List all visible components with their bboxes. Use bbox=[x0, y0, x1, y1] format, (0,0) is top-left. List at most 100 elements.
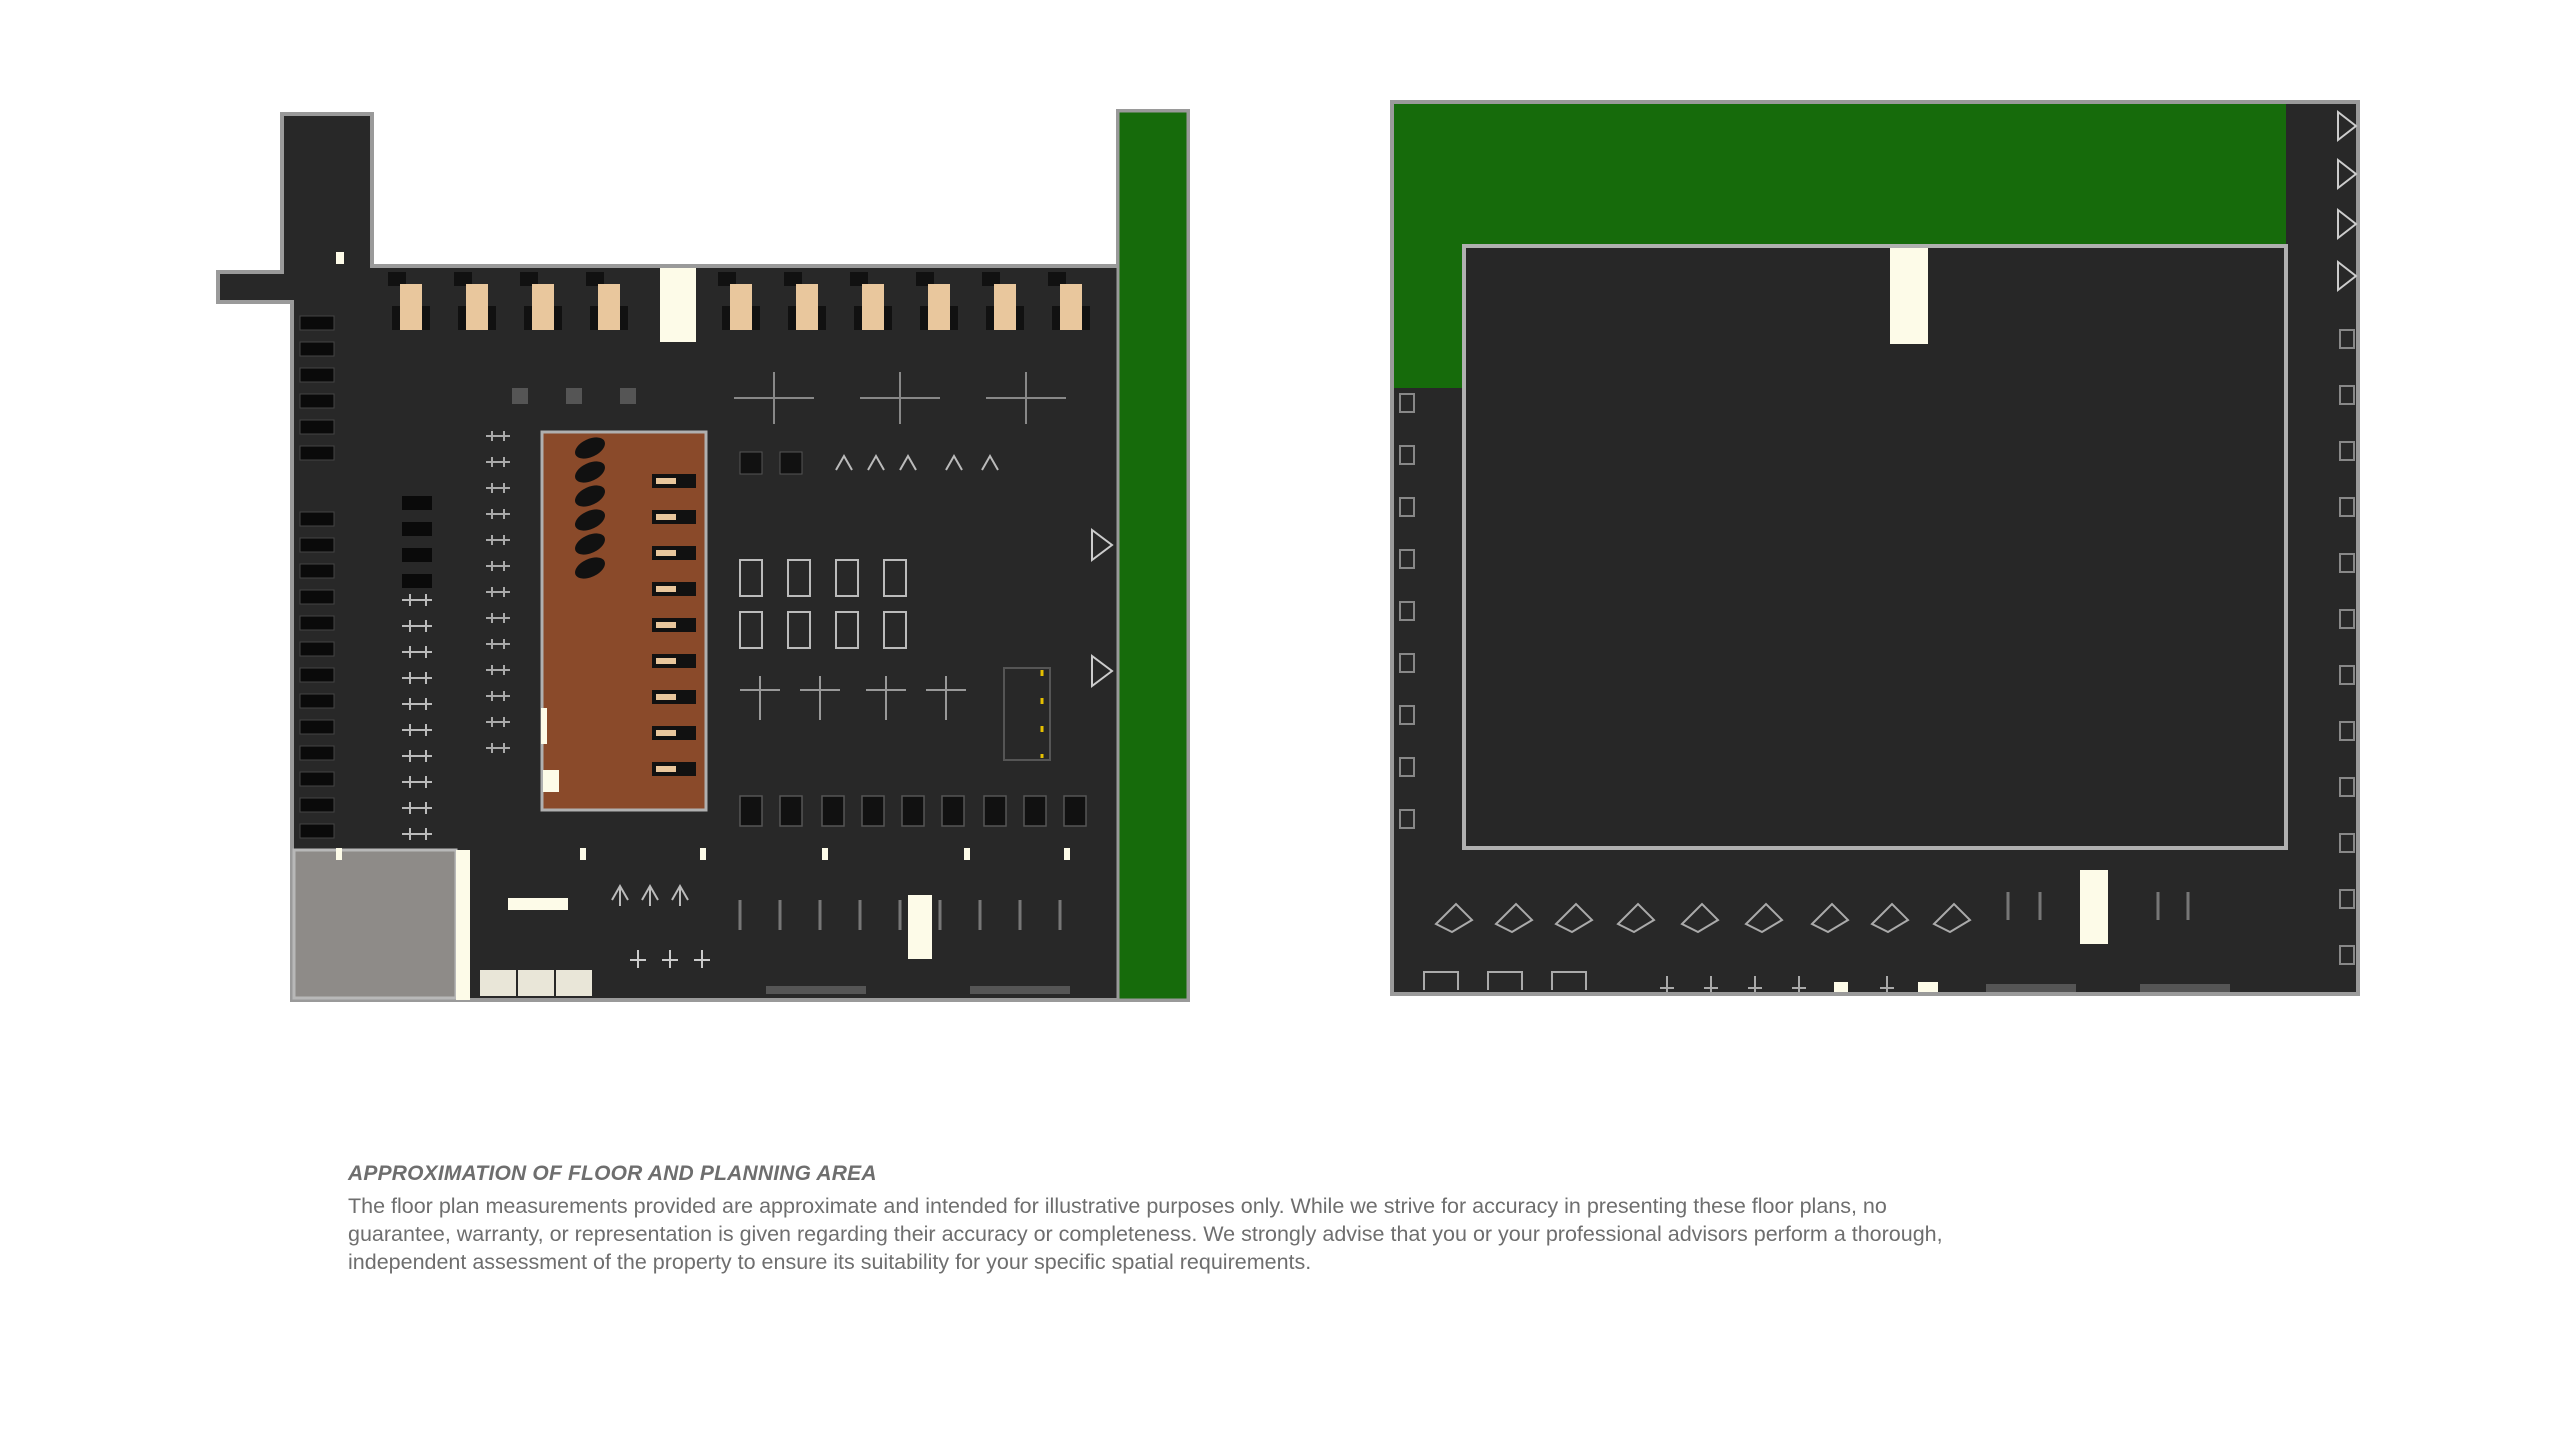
bike-icon bbox=[402, 620, 432, 632]
bike-icon bbox=[402, 646, 432, 658]
mat-stripe bbox=[656, 514, 676, 520]
right-floor-plan bbox=[1390, 100, 2360, 996]
strength-machine-icon bbox=[1423, 971, 1459, 990]
bench bbox=[556, 970, 592, 996]
bike-icon bbox=[486, 717, 510, 727]
strength-machine-icon bbox=[867, 453, 885, 471]
strength-machine-icon bbox=[1932, 902, 1972, 934]
bench-support bbox=[488, 306, 496, 330]
bench bbox=[730, 284, 752, 330]
bench-support bbox=[818, 306, 826, 330]
bike-icon bbox=[486, 691, 510, 701]
sled-icon bbox=[2337, 109, 2358, 143]
strength-machine-icon bbox=[982, 272, 1000, 286]
strength-machine-icon bbox=[1399, 393, 1415, 413]
treadmill-icon bbox=[299, 315, 335, 331]
power-rack-icon bbox=[883, 559, 907, 597]
mat-stripe bbox=[656, 478, 676, 484]
strength-machine-icon bbox=[566, 388, 582, 404]
strength-machine-icon bbox=[850, 272, 868, 286]
reception-desk bbox=[660, 268, 696, 342]
sled-icon bbox=[2337, 207, 2358, 241]
sled-icon bbox=[2337, 259, 2358, 293]
bench-support bbox=[884, 306, 892, 330]
bike-icon bbox=[575, 437, 605, 459]
strength-machine-icon bbox=[1810, 902, 1850, 934]
bench-support bbox=[752, 306, 760, 330]
treadmill-column bbox=[299, 315, 335, 839]
locker-room bbox=[292, 848, 458, 1000]
strength-machine-icon bbox=[2339, 721, 2355, 741]
strength-machine-icon bbox=[1554, 902, 1594, 934]
bike-icon bbox=[486, 483, 510, 493]
bike-icon bbox=[402, 776, 432, 788]
rower-icon bbox=[402, 522, 432, 536]
strength-machine-icon bbox=[2339, 777, 2355, 797]
bike-icon bbox=[486, 561, 510, 571]
treadmill-icon bbox=[299, 589, 335, 605]
sled-icon bbox=[1091, 528, 1114, 562]
strength-machine-icon bbox=[2339, 497, 2355, 517]
bench-support bbox=[524, 306, 532, 330]
power-rack-icon bbox=[787, 559, 811, 597]
strength-machine-icon bbox=[981, 453, 999, 471]
bike-column bbox=[402, 431, 510, 840]
fixture bbox=[964, 848, 970, 860]
rower-icon bbox=[402, 574, 432, 588]
bench-support bbox=[788, 306, 796, 330]
mat-stripe bbox=[656, 586, 676, 592]
sled-icon bbox=[2337, 157, 2358, 191]
storage-block bbox=[1834, 982, 1848, 992]
treadmill-icon bbox=[299, 563, 335, 579]
dumbbell-rack-icon bbox=[1986, 984, 2076, 992]
bench-support bbox=[1016, 306, 1024, 330]
strength-machine-icon bbox=[641, 883, 659, 906]
reception-counter bbox=[508, 898, 568, 910]
strength-machine-icon bbox=[899, 453, 917, 471]
cable-station-icon bbox=[740, 676, 780, 720]
rower-icon bbox=[402, 496, 432, 510]
strength-machine-icon bbox=[2339, 609, 2355, 629]
bike-icon bbox=[402, 698, 432, 710]
power-rack-icon bbox=[835, 559, 859, 597]
bench-support bbox=[920, 306, 928, 330]
bike-icon bbox=[402, 672, 432, 684]
left-turf-strip bbox=[1116, 109, 1190, 1002]
treadmill-icon bbox=[299, 719, 335, 735]
strength-machine-icon bbox=[1399, 705, 1415, 725]
strength-machine-icon bbox=[821, 795, 845, 827]
strength-machine-icon bbox=[784, 272, 802, 286]
entry-marker bbox=[336, 252, 344, 264]
strength-machine-icon bbox=[1399, 757, 1415, 777]
strength-machine-icon bbox=[1399, 601, 1415, 621]
strength-machine-icon bbox=[1680, 902, 1720, 934]
bench bbox=[928, 284, 950, 330]
sled-icon bbox=[1091, 654, 1114, 688]
strength-machine-icon bbox=[1399, 445, 1415, 465]
strength-machine-icon bbox=[1023, 795, 1047, 827]
bench bbox=[862, 284, 884, 330]
right-side-icons bbox=[1399, 329, 2355, 965]
studio-bike-row bbox=[575, 437, 605, 579]
strength-machine-icon bbox=[1487, 971, 1523, 990]
strength-machine-icon bbox=[512, 388, 528, 404]
bench bbox=[518, 970, 554, 996]
studio-mat-column bbox=[652, 474, 696, 776]
treadmill-icon bbox=[299, 641, 335, 657]
locker-room-wall bbox=[456, 850, 470, 1000]
storage-block bbox=[1918, 982, 1938, 992]
strength-machine-icon bbox=[1399, 809, 1415, 829]
strength-machine-icon bbox=[945, 453, 963, 471]
strength-machine-icon bbox=[835, 453, 853, 471]
mat-stripe bbox=[656, 622, 676, 628]
field-marker bbox=[1890, 248, 1928, 344]
dumbbell-rack-icon bbox=[1003, 667, 1051, 761]
strength-machine-icon bbox=[611, 883, 629, 906]
mat-stripe bbox=[656, 658, 676, 664]
cable-station-icon bbox=[866, 676, 906, 720]
storage-block bbox=[908, 895, 932, 959]
power-rack-icon bbox=[835, 611, 859, 649]
strength-machine-icon bbox=[620, 388, 636, 404]
bike-icon bbox=[486, 431, 510, 441]
